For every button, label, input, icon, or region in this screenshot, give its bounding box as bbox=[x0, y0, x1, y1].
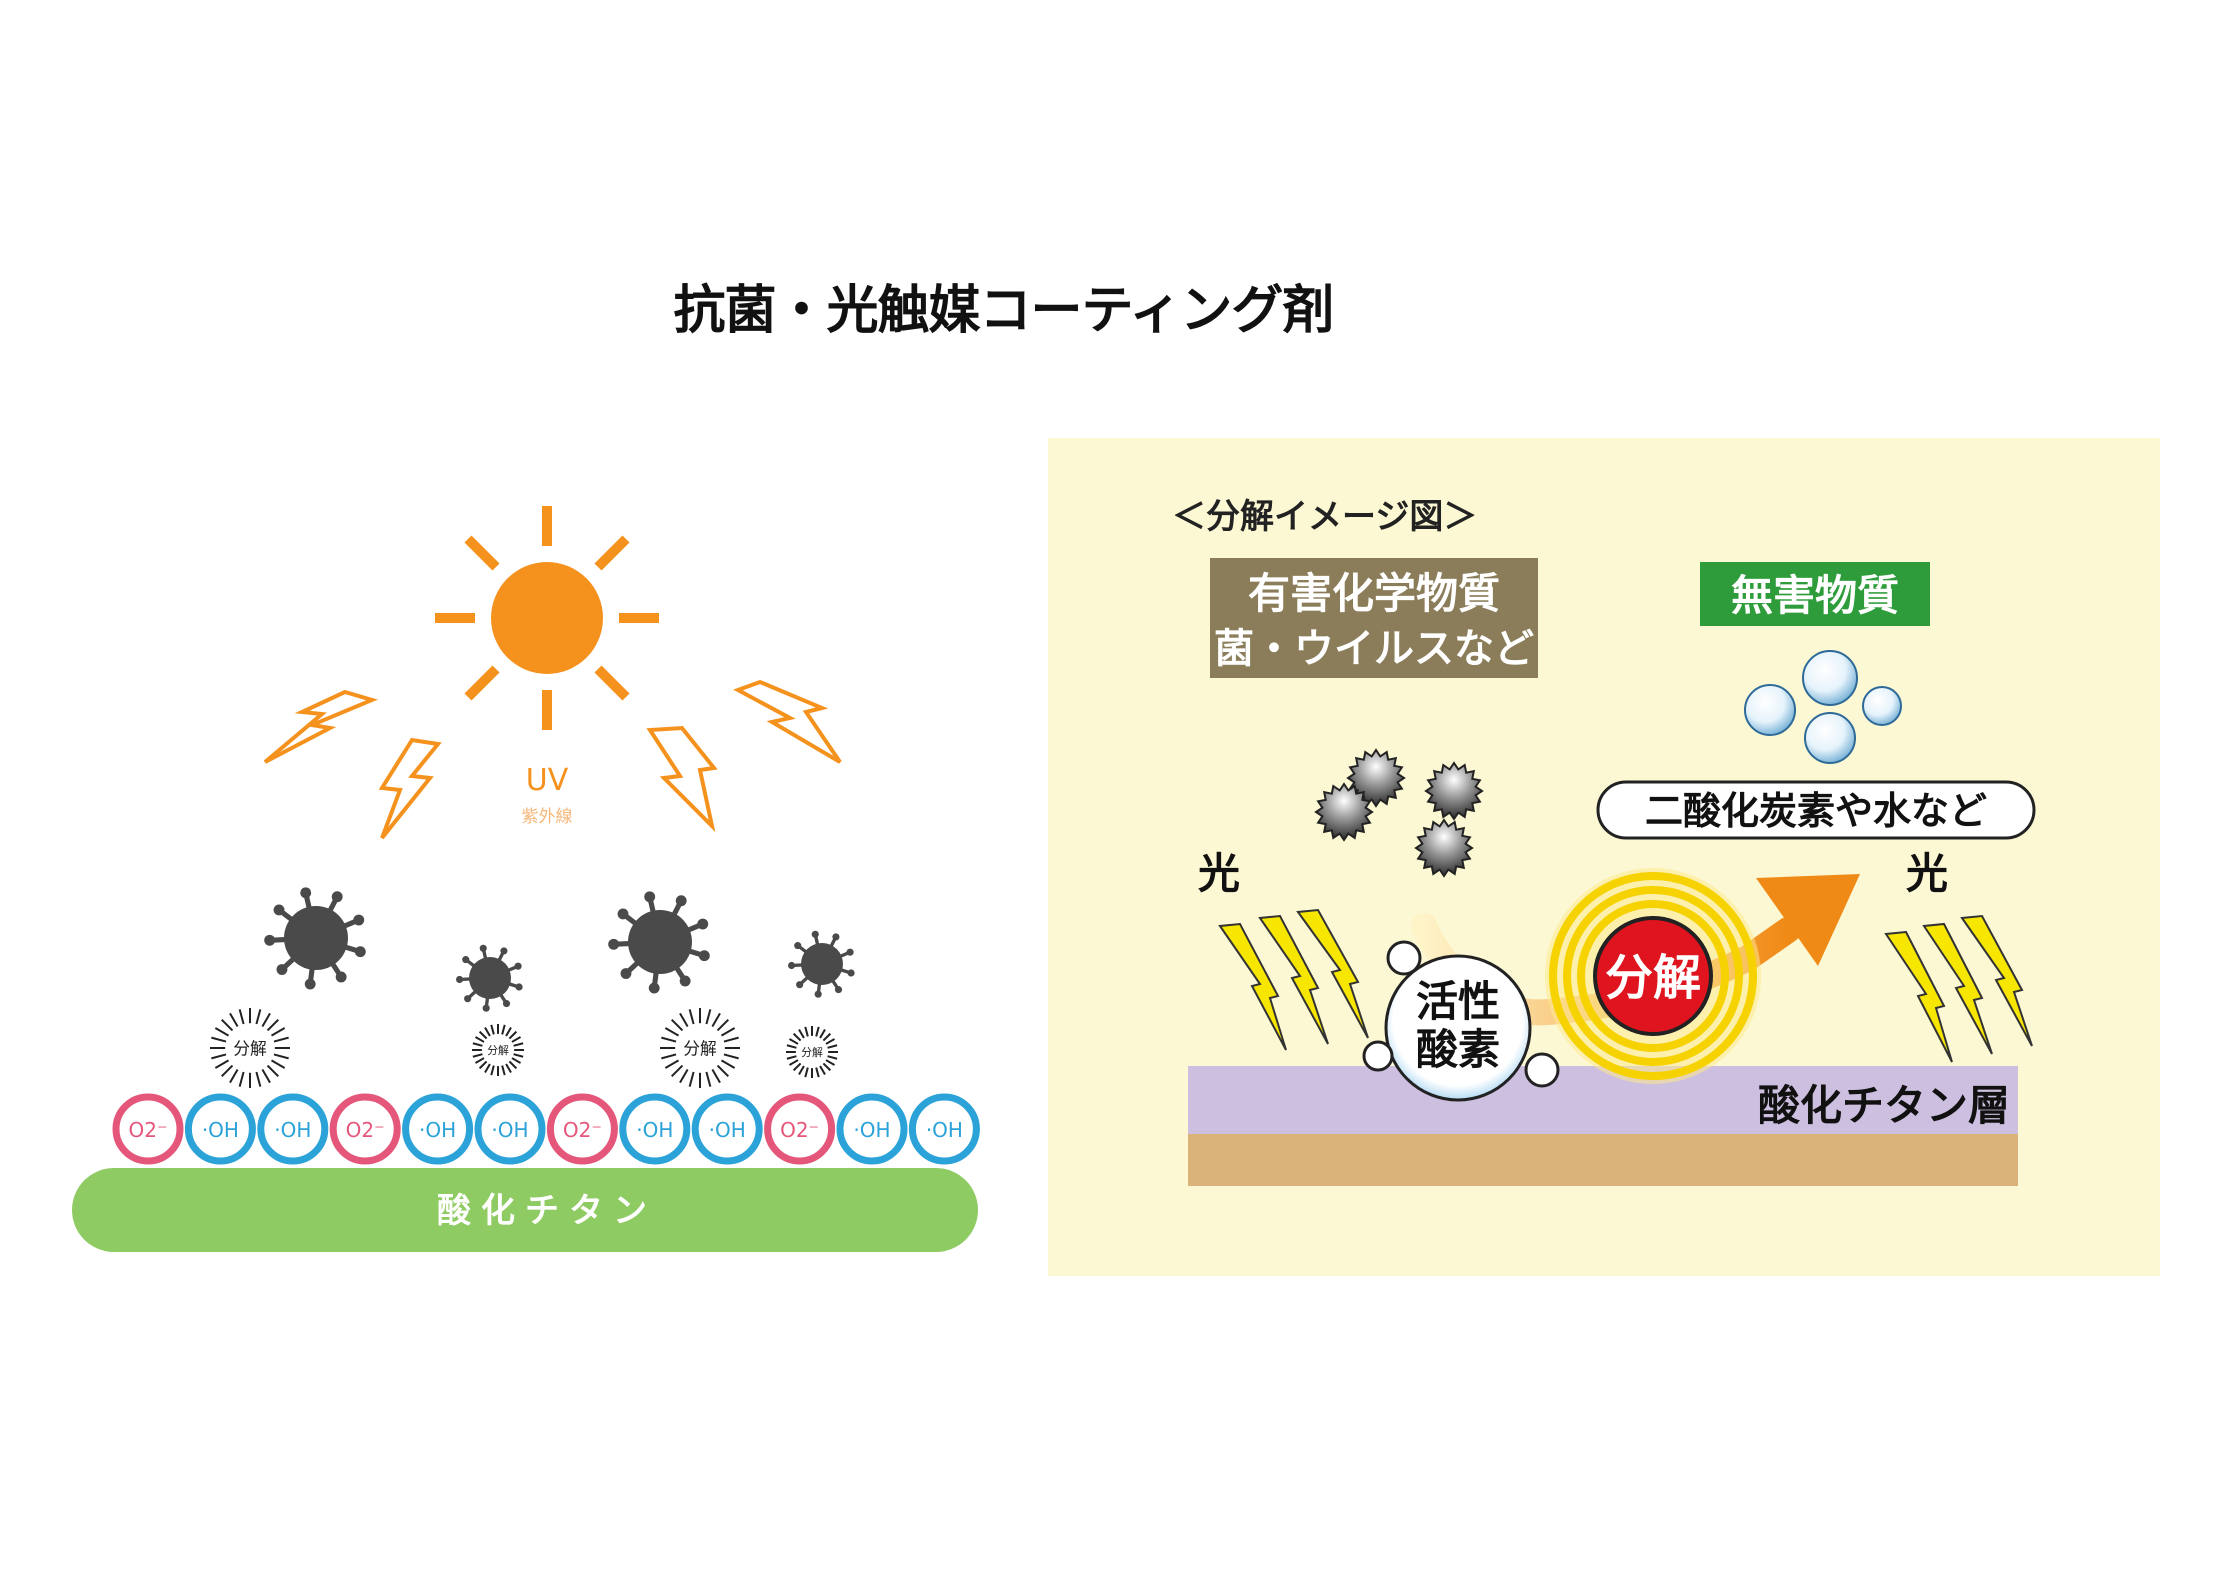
ion-label: ·OH bbox=[926, 1118, 963, 1142]
lightning-icon bbox=[263, 689, 378, 764]
titanium-layer-label: 酸化チタン層 bbox=[1758, 1081, 2010, 1130]
decompose-burst: 分解 bbox=[786, 1026, 838, 1078]
hydroxyl-radical: ·OH bbox=[184, 1093, 256, 1165]
harmful-particle bbox=[1314, 782, 1374, 842]
ion-label: O2⁻ bbox=[780, 1118, 819, 1142]
hydroxyl-radical: ·OH bbox=[257, 1093, 329, 1165]
ion-label: ·OH bbox=[853, 1118, 890, 1142]
light-rays-left bbox=[1218, 908, 1369, 1051]
superoxide-ion: O2⁻ bbox=[329, 1093, 401, 1165]
virus-icon bbox=[264, 887, 366, 990]
hydroxyl-radical: ·OH bbox=[474, 1093, 546, 1165]
ion-label: O2⁻ bbox=[128, 1118, 167, 1142]
decompose-burst-label: 分解 bbox=[233, 1038, 267, 1058]
active-oxygen-line2: 酸素 bbox=[1416, 1025, 1500, 1074]
harmful-substances-box bbox=[1210, 558, 1538, 678]
active-oxygen-line1: 活性 bbox=[1416, 977, 1500, 1026]
superoxide-ion: O2⁻ bbox=[764, 1093, 836, 1165]
decomposition-diagram-panel: ＜分解イメージ図＞ 有害化学物質 菌・ウイルスなど 無害物質 二酸化炭素や水など… bbox=[1048, 438, 2160, 1276]
active-oxygen-bubble bbox=[1384, 954, 1532, 1102]
sun-icon bbox=[435, 506, 659, 730]
decompose-burst-label: 分解 bbox=[801, 1045, 823, 1059]
uv-sub-label: 紫外線 bbox=[522, 807, 573, 827]
ion-label: O2⁻ bbox=[563, 1118, 602, 1142]
virus-icon bbox=[456, 944, 523, 1012]
products-pill bbox=[1596, 780, 2036, 840]
hydroxyl-radical: ·OH bbox=[402, 1093, 474, 1165]
titanium-oxide-base bbox=[72, 1168, 978, 1252]
products-label: 二酸化炭素や水など bbox=[1645, 789, 1987, 833]
small-bubbles bbox=[1362, 940, 1560, 1088]
decompose-burst-label: 分解 bbox=[683, 1038, 717, 1058]
light-rays-right bbox=[1884, 914, 2033, 1063]
virus-icon bbox=[608, 891, 710, 994]
substrate-layer bbox=[1188, 1134, 2018, 1186]
harmful-particle bbox=[1424, 761, 1484, 821]
decompose-burst-label: 分解 bbox=[487, 1043, 509, 1057]
virus-icon bbox=[788, 930, 855, 998]
titanium-oxide-label: 酸化チタン bbox=[437, 1191, 657, 1231]
uv-label: UV bbox=[526, 763, 569, 798]
hydroxyl-radical: ·OH bbox=[836, 1093, 908, 1165]
decompose-burst: 分解 bbox=[660, 1008, 740, 1088]
ion-label: ·OH bbox=[274, 1118, 311, 1142]
superoxide-ion: O2⁻ bbox=[112, 1093, 184, 1165]
harmless-molecules bbox=[1744, 650, 1902, 764]
left-illustration: UV 紫外線 分解 分解 分解 分解 O2⁻ ·OH ·OH O2⁻ ·OH ·OH O2⁻ ·OH… bbox=[72, 506, 980, 1252]
decompose-burst: 分解 bbox=[472, 1024, 524, 1076]
lightning-icon bbox=[646, 725, 718, 833]
hydroxyl-radical: ·OH bbox=[908, 1093, 980, 1165]
lightning-icon bbox=[378, 737, 442, 840]
hydroxyl-radical: ·OH bbox=[619, 1093, 691, 1165]
ion-label: ·OH bbox=[419, 1118, 456, 1142]
hydroxyl-radical: ·OH bbox=[691, 1093, 763, 1165]
harmful-line2: 菌・ウイルスなど bbox=[1214, 626, 1534, 672]
decompose-circle bbox=[1593, 916, 1713, 1036]
diagram-heading: ＜分解イメージ図＞ bbox=[1172, 497, 1477, 537]
decompose-label: 分解 bbox=[1605, 950, 1701, 1006]
decompose-burst: 分解 bbox=[210, 1008, 290, 1088]
harmless-substances-box bbox=[1700, 562, 1930, 626]
light-label-left: 光 bbox=[1198, 849, 1240, 898]
ion-label: ·OH bbox=[202, 1118, 239, 1142]
ion-label: ·OH bbox=[636, 1118, 673, 1142]
superoxide-ion: O2⁻ bbox=[546, 1093, 618, 1165]
ion-label: ·OH bbox=[709, 1118, 746, 1142]
ion-label: O2⁻ bbox=[346, 1118, 385, 1142]
harmful-particle bbox=[1414, 818, 1474, 878]
harmless-label: 無害物質 bbox=[1731, 571, 1899, 620]
lightning-icon bbox=[733, 679, 842, 764]
titanium-oxide-layer bbox=[1188, 1066, 2018, 1134]
page-title: 抗菌・光触媒コーティング剤 bbox=[673, 280, 1335, 341]
light-label-right: 光 bbox=[1906, 849, 1948, 898]
harmful-line1: 有害化学物質 bbox=[1248, 569, 1500, 618]
ion-label: ·OH bbox=[491, 1118, 528, 1142]
